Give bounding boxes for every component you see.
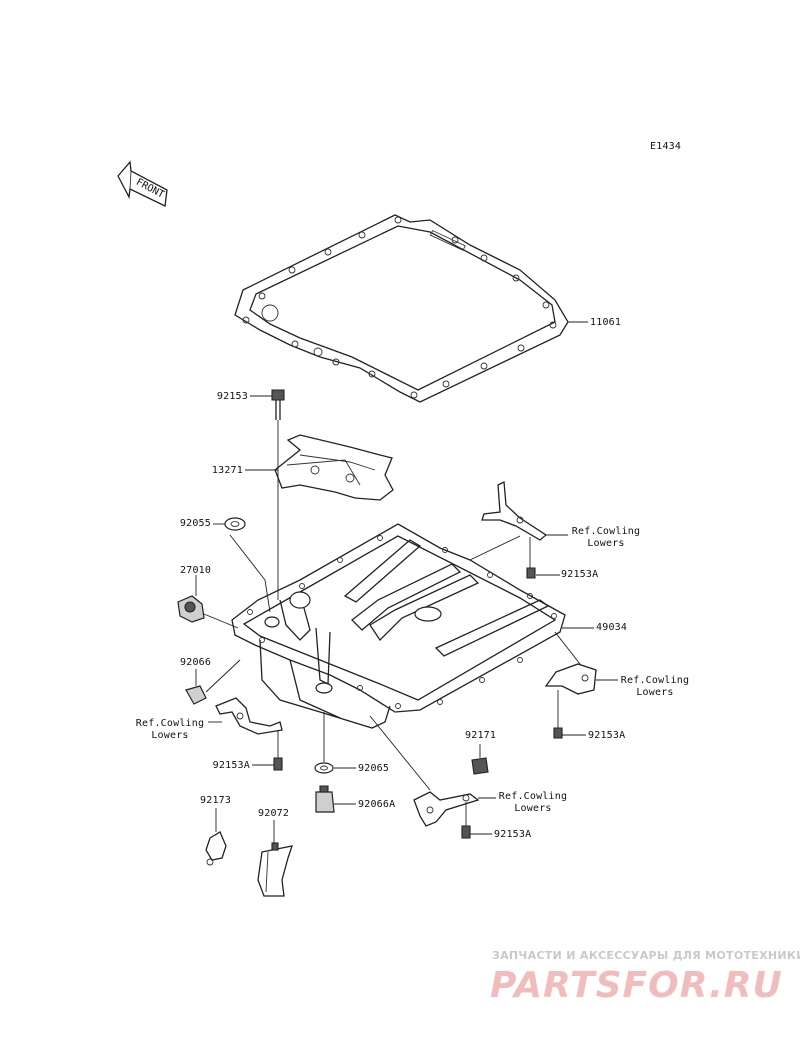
label-92066: 92066 — [180, 657, 212, 668]
washer-92065 — [314, 712, 356, 774]
bracket-left — [208, 697, 283, 771]
ref-line-1: Ref.Cowling — [620, 675, 690, 686]
ref-line-1: Ref.Cowling — [135, 718, 205, 729]
ref-line-2: Lowers — [636, 687, 674, 698]
ref-line-1: Ref.Cowling — [571, 526, 641, 537]
ref-line-2: Lowers — [514, 803, 552, 814]
watermark-tagline: ЗАПЧАСТИ И АКСЕССУАРЫ ДЛЯ МОТОТЕХНИКИ — [492, 949, 800, 962]
ref-line-2: Lowers — [587, 538, 625, 549]
label-92153A-left: 92153A — [212, 760, 250, 771]
label-92066A: 92066A — [358, 799, 396, 810]
label-92153: 92153 — [216, 391, 248, 402]
watermark-brand: PARTSFOR.RU — [490, 965, 783, 1006]
label-92153A-mid: 92153A — [588, 730, 626, 741]
label-92153A-lower: 92153A — [494, 829, 532, 840]
front-arrow-icon: FRONT — [117, 160, 168, 207]
bracket-upper-right — [469, 480, 568, 579]
drain-plug-92066A — [315, 785, 356, 813]
oil-pan — [231, 523, 594, 729]
label-11061: 11061 — [590, 317, 622, 328]
label-92153A-upper: 92153A — [561, 569, 599, 580]
plug-92066 — [185, 659, 241, 705]
baffle-plate — [245, 434, 394, 501]
bolt-92153 — [250, 389, 285, 600]
ref-cowling-left: Ref.Cowling Lowers — [130, 718, 210, 742]
bracket-lower — [369, 715, 496, 839]
oil-pan-gasket — [234, 214, 569, 403]
clip-92171 — [471, 744, 489, 775]
label-92072: 92072 — [258, 808, 290, 819]
label-92065: 92065 — [358, 763, 390, 774]
label-92055: 92055 — [179, 518, 211, 529]
ref-cowling-lower: Ref.Cowling Lowers — [493, 791, 573, 815]
diagram-code: E1434 — [650, 141, 682, 152]
label-92171: 92171 — [465, 730, 497, 741]
oil-pressure-switch — [177, 575, 239, 629]
band-92072 — [257, 820, 293, 897]
ref-cowling-mid-right: Ref.Cowling Lowers — [615, 675, 695, 699]
label-13271: 13271 — [211, 465, 243, 476]
ref-cowling-upper-right: Ref.Cowling Lowers — [566, 526, 646, 550]
washer-92055 — [213, 517, 271, 613]
bracket-mid-right — [544, 631, 618, 739]
ref-line-1: Ref.Cowling — [498, 791, 568, 802]
label-49034: 49034 — [596, 622, 628, 633]
label-92173: 92173 — [200, 795, 232, 806]
label-27010: 27010 — [180, 565, 212, 576]
ref-line-2: Lowers — [151, 730, 189, 741]
clamp-92173 — [205, 808, 227, 866]
